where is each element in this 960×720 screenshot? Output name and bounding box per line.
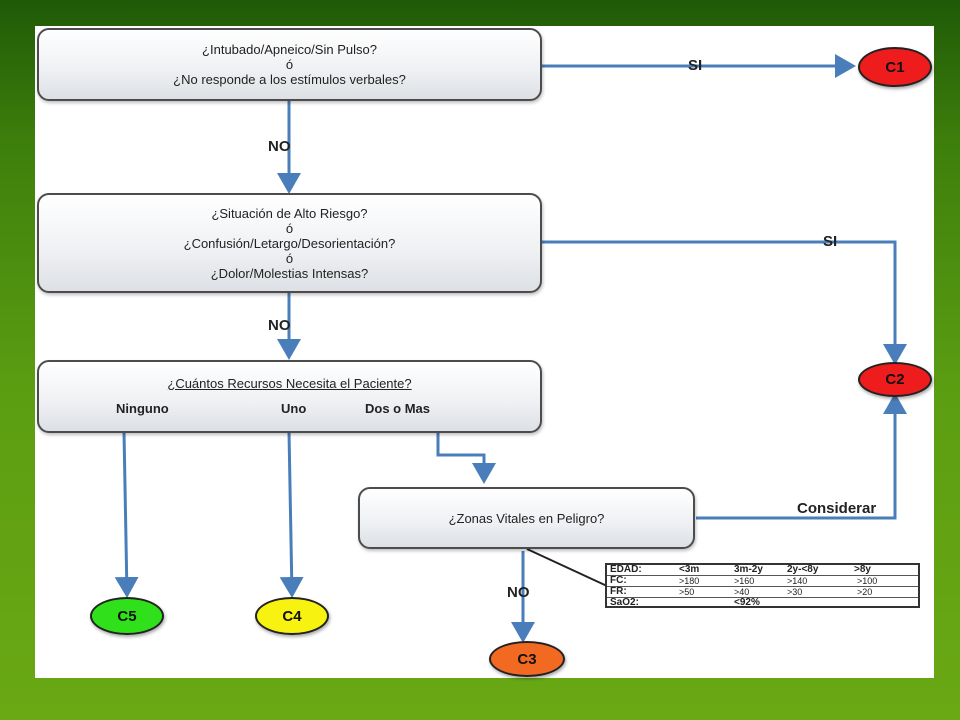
outcome-c2: C2 — [858, 362, 932, 397]
vitals-row-fc: FC: >180 >160 >140 >100 — [607, 576, 918, 587]
question-zonas-vitales-box: ¿Zonas Vitales en Peligro? — [358, 487, 695, 549]
vitals-fc-label: FC: — [610, 575, 627, 586]
vitals-sao2-label: SaO2: — [610, 597, 639, 608]
question-alto-riesgo-line5: ¿Dolor/Molestias Intensas? — [210, 265, 369, 281]
arrow-q3-to-q4 — [436, 432, 496, 484]
vitals-fr-col2: >40 — [734, 587, 750, 597]
vitals-fc-col3: >140 — [787, 576, 808, 586]
vitals-fr-col4: >20 — [857, 587, 873, 597]
option-uno: Uno — [281, 401, 307, 416]
vitals-sao2-value: <92% — [734, 597, 760, 608]
arrow-q3-to-c4 — [279, 431, 304, 598]
vitals-row-sao2: SaO2: <92% — [607, 598, 918, 608]
question-intubado-line2: ó — [285, 57, 294, 72]
question-alto-riesgo-line3: ¿Confusión/Letargo/Desorientación? — [183, 235, 396, 251]
option-ninguno: Ninguno — [116, 401, 169, 416]
question-intubado-box: ¿Intubado/Apneico/Sin Pulso? ó ¿No respo… — [37, 28, 542, 101]
vitals-fc-col1: >180 — [679, 576, 700, 586]
question-intubado-line3: ¿No responde a los estímulos verbales? — [173, 72, 406, 87]
vitals-row-edad: EDAD: <3m 3m-2y 2y-<8y >8y — [607, 565, 918, 576]
label-si-c2: SI — [823, 233, 838, 250]
outcome-c1: C1 — [858, 47, 932, 87]
vitals-pointer-line — [526, 548, 608, 587]
vitals-fc-col4: >100 — [857, 576, 878, 586]
outcome-c3: C3 — [489, 641, 565, 677]
vitals-edad-col4: >8y — [854, 564, 871, 575]
question-zonas-vitales-text: ¿Zonas Vitales en Peligro? — [448, 510, 605, 526]
outcome-c5: C5 — [90, 597, 164, 635]
vitals-edad-col3: 2y-<8y — [787, 564, 819, 575]
label-no-q2: NO — [268, 317, 291, 334]
label-no-q1: NO — [268, 138, 291, 155]
vital-signs-table: EDAD: <3m 3m-2y 2y-<8y >8y FC: >180 >160… — [605, 563, 920, 608]
question-recursos-box: ¿Cuántos Recursos Necesita el Paciente? — [37, 360, 542, 433]
question-alto-riesgo-box: ¿Situación de Alto Riesgo? ó ¿Confusión/… — [37, 193, 542, 293]
label-si-c1: SI — [688, 57, 703, 74]
flow-connectors — [114, 54, 907, 643]
question-alto-riesgo-line2: ó — [285, 220, 294, 236]
vitals-fr-label: FR: — [610, 586, 627, 597]
question-intubado-line1: ¿Intubado/Apneico/Sin Pulso? — [202, 42, 377, 57]
vitals-fc-col2: >160 — [734, 576, 755, 586]
arrow-q2-to-c2 — [542, 240, 907, 365]
option-dos-o-mas: Dos o Mas — [365, 401, 431, 416]
vitals-row-fr: FR: >50 >40 >30 >20 — [607, 587, 918, 598]
question-alto-riesgo-line1: ¿Situación de Alto Riesgo? — [211, 205, 368, 221]
vitals-fr-col3: >30 — [787, 587, 803, 597]
outcome-c4: C4 — [255, 597, 329, 635]
arrow-q3-to-c5 — [114, 431, 139, 598]
label-considerar: Considerar — [797, 500, 877, 517]
question-alto-riesgo-line4: ó — [285, 250, 294, 266]
arrow-q4-to-c2 — [696, 393, 907, 520]
label-no-q4: NO — [507, 584, 530, 601]
vitals-fr-col1: >50 — [679, 587, 695, 597]
vitals-edad-col2: 3m-2y — [734, 564, 763, 575]
question-recursos-title: ¿Cuántos Recursos Necesita el Paciente? — [167, 376, 412, 391]
vitals-edad-col1: <3m — [679, 564, 700, 575]
vitals-edad-label: EDAD: — [610, 564, 642, 575]
